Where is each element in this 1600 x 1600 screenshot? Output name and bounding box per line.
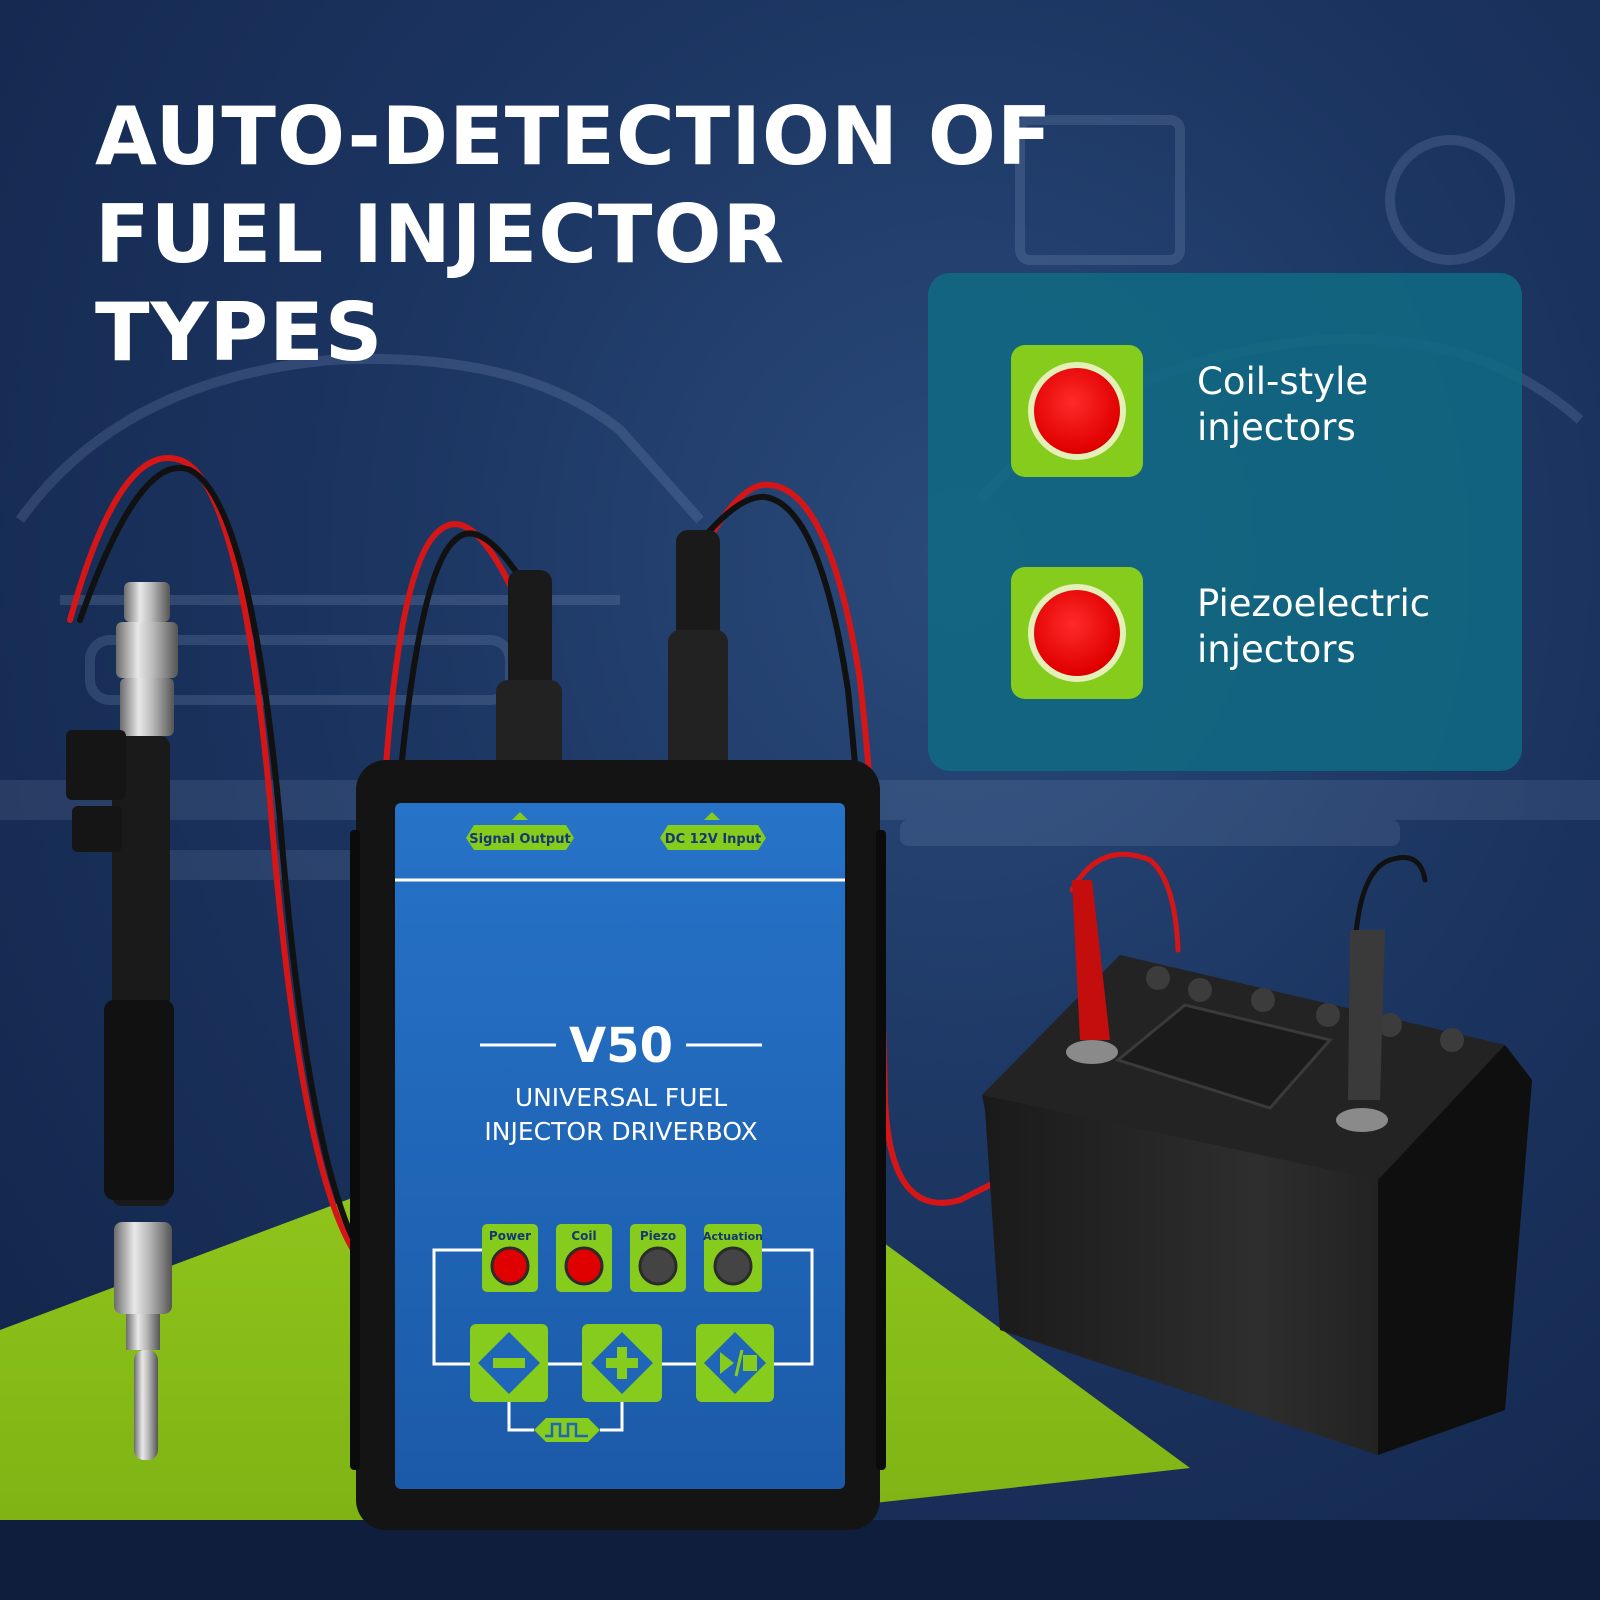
- feature-label-line-1: Coil-style: [1197, 360, 1369, 403]
- injector-types-panel: Coil-style injectors Piezoelectric injec…: [928, 273, 1522, 771]
- plus-icon: [606, 1347, 638, 1379]
- feature-piezoelectric: Piezoelectric injectors: [1011, 567, 1491, 699]
- indicator-badge: [1011, 345, 1143, 477]
- headline-line-1: AUTO-DETECTION OF: [95, 90, 1053, 183]
- feature-label-line-1: Piezoelectric: [1197, 582, 1431, 625]
- red-indicator-icon: [1028, 362, 1126, 460]
- indicator-badge: [1011, 567, 1143, 699]
- headline-line-2: FUEL INJECTOR: [95, 188, 786, 281]
- feature-label: Piezoelectric injectors: [1197, 581, 1517, 673]
- minus-button[interactable]: [470, 1324, 548, 1402]
- feature-label-line-2: injectors: [1197, 406, 1356, 449]
- headline-line-3: TYPES: [95, 286, 384, 379]
- headline: AUTO-DETECTION OF FUEL INJECTOR TYPES: [95, 88, 1095, 382]
- feature-label-line-2: injectors: [1197, 628, 1356, 671]
- minus-icon: [493, 1358, 525, 1368]
- red-indicator-icon: [1028, 584, 1126, 682]
- feature-label: Coil-style injectors: [1197, 359, 1517, 451]
- plus-button[interactable]: [582, 1324, 662, 1402]
- play-stop-icon: [720, 1349, 757, 1377]
- feature-coil-style: Coil-style injectors: [1011, 345, 1491, 477]
- play-stop-button[interactable]: [696, 1324, 774, 1402]
